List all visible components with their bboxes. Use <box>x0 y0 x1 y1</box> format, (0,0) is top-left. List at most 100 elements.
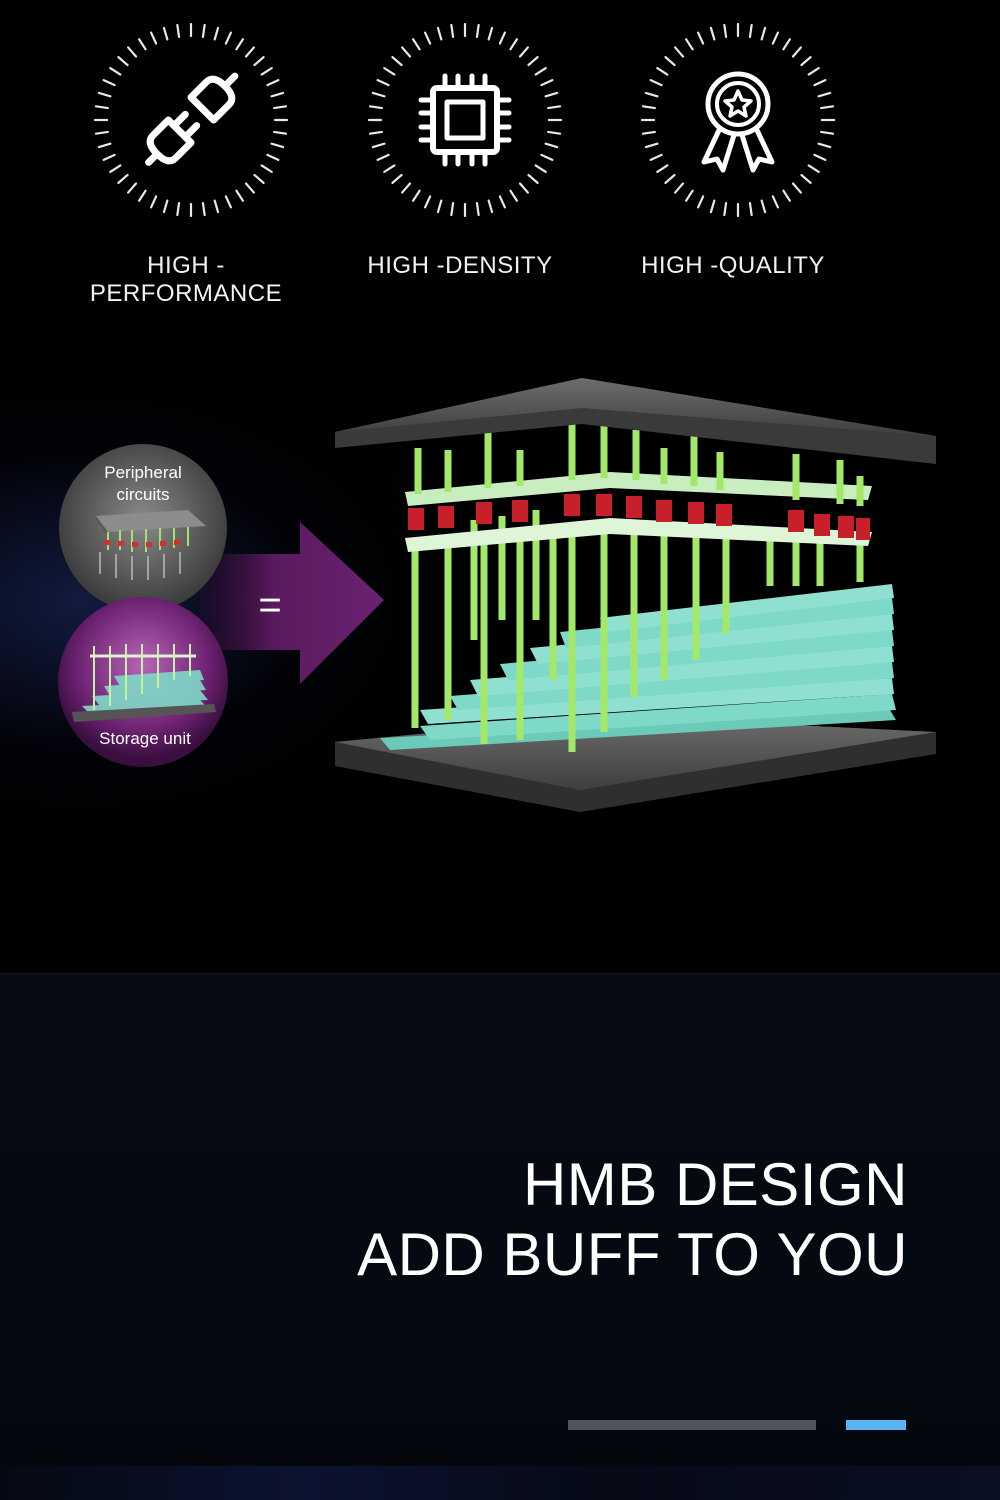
tick-mark <box>401 46 412 58</box>
tick-mark <box>820 130 835 135</box>
tick-mark <box>137 38 147 51</box>
tick-mark <box>817 91 832 98</box>
tick-mark <box>782 189 792 202</box>
tick-mark <box>436 26 443 41</box>
tick-mark <box>697 31 705 45</box>
tick-mark <box>509 38 519 51</box>
tick-mark <box>641 130 656 135</box>
tick-mark <box>800 56 812 67</box>
tick-mark <box>547 130 562 135</box>
tick-mark <box>401 182 412 194</box>
tick-mark <box>383 66 396 76</box>
tick-mark <box>371 142 386 149</box>
tick-mark <box>266 153 280 161</box>
tick-mark <box>137 189 147 202</box>
tick-mark <box>201 202 206 217</box>
feature-high-density: HIGH -DENSITY <box>330 20 590 300</box>
tick-mark <box>450 23 455 38</box>
bottom-section: HMB DESIGN ADD BUFF TO YOU <box>0 973 1000 1467</box>
tick-mark <box>641 105 656 110</box>
tick-mark <box>109 164 122 174</box>
tick-ring-3 <box>640 22 836 218</box>
tick-mark <box>411 189 421 202</box>
feature-high-performance: HIGH -PERFORMANCE <box>56 20 316 307</box>
tick-mark <box>424 195 432 209</box>
footer-strip <box>0 1466 1000 1500</box>
tick-mark <box>376 153 390 161</box>
tick-mark <box>498 31 506 45</box>
tick-mark <box>527 56 539 67</box>
horizontal-beams <box>405 472 872 552</box>
tick-mark <box>544 91 559 98</box>
tick-mark <box>475 23 480 38</box>
tick-ring-1 <box>93 22 289 218</box>
equals-sign: = <box>258 583 281 627</box>
tick-mark <box>97 91 112 98</box>
tick-mark <box>253 173 265 184</box>
tick-mark <box>518 46 529 58</box>
tick-mark <box>391 56 403 67</box>
peripheral-label-2: circuits <box>117 485 170 504</box>
tick-mark <box>697 195 705 209</box>
tick-mark <box>674 46 685 58</box>
tick-mark <box>475 202 480 217</box>
tick-mark <box>813 79 827 87</box>
tick-mark <box>94 105 109 110</box>
tick-mark <box>391 173 403 184</box>
tick-mark <box>644 142 659 149</box>
tick-mark <box>656 164 669 174</box>
tick-mark <box>547 105 562 110</box>
feature-label: HIGH -DENSITY <box>367 252 553 279</box>
tick-mark <box>807 66 820 76</box>
tick-mark <box>450 202 455 217</box>
tick-mark <box>487 26 494 41</box>
tick-mark <box>424 31 432 45</box>
nand-structure-diagram: = <box>58 378 936 812</box>
carousel-indicator-inactive[interactable] <box>568 1420 816 1430</box>
tick-mark <box>709 199 716 214</box>
tick-mark <box>748 23 753 38</box>
tick-mark <box>817 142 832 149</box>
tick-mark <box>684 189 694 202</box>
tick-mark <box>253 56 265 67</box>
top-section: HIGH -PERFORMANCE <box>0 0 1000 972</box>
tick-mark <box>509 189 519 202</box>
tick-mark <box>213 199 220 214</box>
tick-mark <box>162 26 169 41</box>
peripheral-circuits-circle: Peripheral circuits <box>59 444 227 612</box>
tick-mark <box>94 130 109 135</box>
tick-mark <box>273 130 288 135</box>
tick-mark <box>800 173 812 184</box>
feature-row: HIGH -PERFORMANCE <box>0 0 1000 307</box>
tick-mark <box>664 56 676 67</box>
storage-label: Storage unit <box>99 729 191 748</box>
carousel-indicator-active[interactable] <box>846 1420 906 1430</box>
tick-mark <box>102 153 116 161</box>
tick-mark <box>201 23 206 38</box>
tick-mark <box>117 56 129 67</box>
tick-mark <box>807 164 820 174</box>
tick-mark <box>518 182 529 194</box>
tick-mark <box>371 91 386 98</box>
tick-mark <box>224 31 232 45</box>
tick-mark <box>127 182 138 194</box>
tick-mark <box>760 26 767 41</box>
tick-mark <box>487 199 494 214</box>
tick-mark <box>244 182 255 194</box>
tick-mark <box>117 173 129 184</box>
tick-mark <box>97 142 112 149</box>
tick-mark <box>127 46 138 58</box>
tick-mark <box>176 23 181 38</box>
tick-mark <box>527 173 539 184</box>
tick-mark <box>544 142 559 149</box>
tick-mark <box>649 79 663 87</box>
tick-mark <box>376 79 390 87</box>
tick-mark <box>273 105 288 110</box>
headline-line-2: ADD BUFF TO YOU <box>357 1221 908 1288</box>
tick-mark <box>649 153 663 161</box>
tick-mark <box>383 164 396 174</box>
award-ribbon-icon <box>701 71 775 173</box>
tick-mark <box>684 38 694 51</box>
tick-mark <box>162 199 169 214</box>
red-caps <box>408 494 870 540</box>
